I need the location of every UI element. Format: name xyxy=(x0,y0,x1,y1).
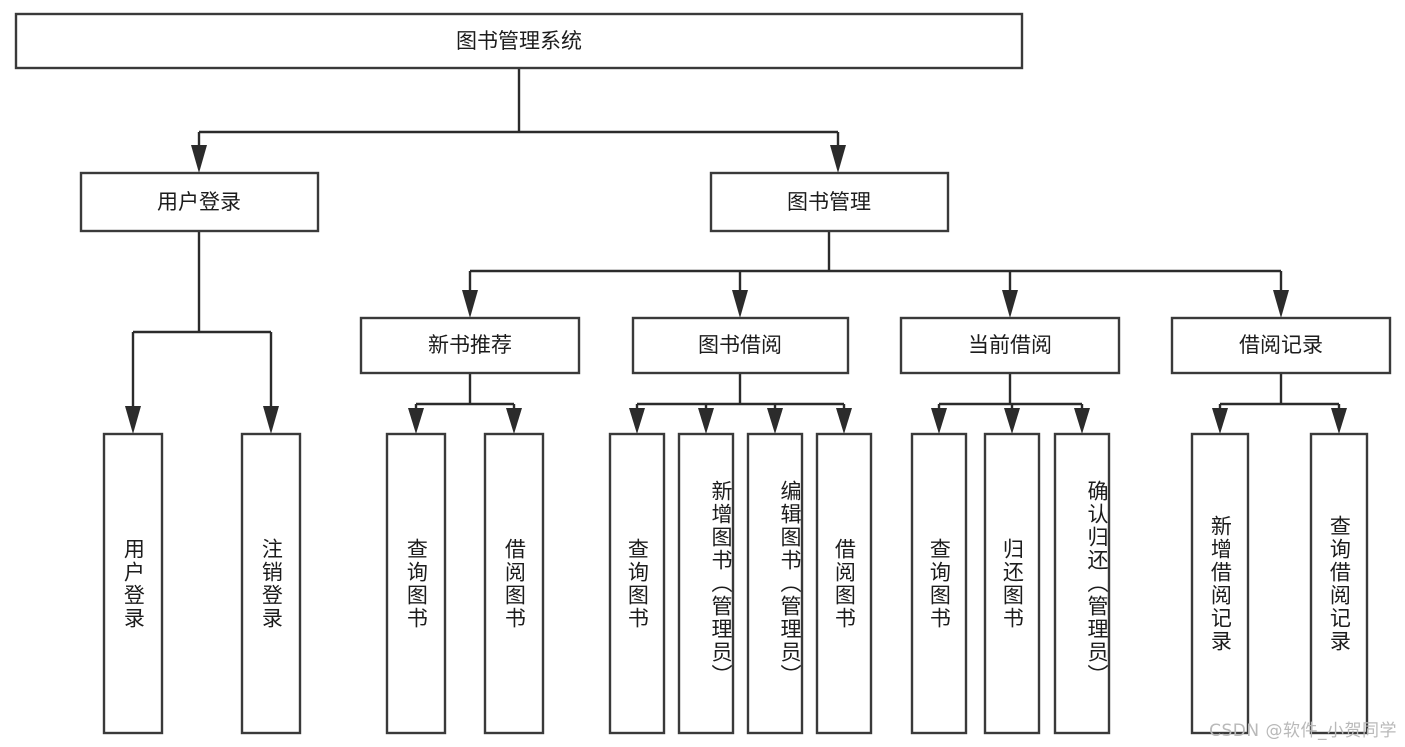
leaf-label-query-book-current: 查询图书 xyxy=(927,537,952,630)
connector-group-user-login xyxy=(125,231,279,434)
arrow-head-book-management xyxy=(830,145,846,173)
leaf-label-user-login: 用户登录 xyxy=(121,537,146,630)
leaf-box-borrow-book[interactable] xyxy=(815,432,873,735)
arrow-head-leaf-add-borrow-record xyxy=(1212,408,1228,434)
leaf-box-confirm-return-admin[interactable] xyxy=(1053,432,1111,735)
node-current-borrow[interactable]: 当前借阅 xyxy=(899,316,1121,375)
leaf-label-add-book-admin: 新增图书（管理员） xyxy=(709,480,733,687)
node-borrow-record-box[interactable] xyxy=(1170,316,1392,375)
leaf-box-query-book-current[interactable] xyxy=(910,432,968,735)
arrow-head-leaf-query-borrow-record xyxy=(1331,408,1347,434)
arrow-head-leaf-query-book-borrow xyxy=(629,408,645,434)
connector-group-new-book-recommend xyxy=(408,373,522,434)
leaf-label-logout-login: 注销登录 xyxy=(259,537,284,630)
node-user-login-label: 用户登录 xyxy=(157,190,241,214)
leaf-box-query-book-recommend[interactable] xyxy=(385,432,447,735)
node-book-borrow-label: 图书借阅 xyxy=(698,333,782,357)
arrow-head-current-borrow xyxy=(1002,290,1018,318)
arrow-head-leaf-add-book-admin xyxy=(698,408,714,434)
leaf-box-logout-login[interactable] xyxy=(240,432,302,735)
node-root-label: 图书管理系统 xyxy=(456,29,582,53)
node-current-borrow-label: 当前借阅 xyxy=(968,333,1052,357)
node-new-book-recommend-box[interactable] xyxy=(359,316,581,375)
leaf-label-edit-book-admin: 编辑图书（管理员） xyxy=(778,480,802,687)
leaf-box-return-book[interactable] xyxy=(983,432,1041,735)
node-user-login-box[interactable] xyxy=(79,171,320,233)
leaf-label-borrow-book-recommend: 借阅图书 xyxy=(502,537,527,630)
connector-group-book-borrow xyxy=(629,373,852,434)
node-borrow-record[interactable]: 借阅记录 xyxy=(1170,316,1392,375)
leaf-box-add-borrow-record[interactable] xyxy=(1190,432,1250,735)
arrow-head-leaf-edit-book-admin xyxy=(767,408,783,434)
leaf-box-add-book-admin[interactable] xyxy=(677,432,735,735)
node-book-borrow-box[interactable] xyxy=(631,316,850,375)
connector-group-book-management xyxy=(462,231,1289,318)
leaf-box-query-book-borrow[interactable] xyxy=(608,432,666,735)
node-user-login[interactable]: 用户登录 xyxy=(79,171,320,233)
arrow-head-leaf-borrow-book-recommend xyxy=(506,408,522,434)
leaf-label-query-borrow-record: 查询借阅记录 xyxy=(1327,514,1352,653)
arrow-head-new-book-recommend xyxy=(462,290,478,318)
leaf-label-query-book-recommend: 查询图书 xyxy=(404,537,429,630)
arrow-head-leaf-confirm-return-admin xyxy=(1074,408,1090,434)
node-root[interactable]: 图书管理系统 xyxy=(14,12,1024,70)
leaf-box-edit-book-admin[interactable] xyxy=(746,432,804,735)
node-book-management-box[interactable] xyxy=(709,171,950,233)
leaf-box-user-login[interactable] xyxy=(102,432,164,735)
arrow-head-leaf-logout-login xyxy=(263,406,279,434)
node-borrow-record-label: 借阅记录 xyxy=(1239,333,1323,357)
leaf-label-return-book: 归还图书 xyxy=(1000,537,1025,630)
leaf-label-add-borrow-record: 新增借阅记录 xyxy=(1208,514,1233,653)
node-root-box[interactable] xyxy=(14,12,1024,70)
watermark-text: CSDN @软件_小贺同学 xyxy=(1209,721,1397,741)
node-book-management[interactable]: 图书管理 xyxy=(709,171,950,233)
node-book-management-label: 图书管理 xyxy=(787,190,871,214)
leaf-boxes xyxy=(102,432,1369,735)
connector-group-current-borrow xyxy=(931,373,1090,434)
leaf-box-query-borrow-record[interactable] xyxy=(1309,432,1369,735)
arrow-head-user-login xyxy=(191,145,207,173)
arrow-head-leaf-query-book-current xyxy=(931,408,947,434)
connector-group-borrow-record xyxy=(1212,373,1347,434)
node-current-borrow-box[interactable] xyxy=(899,316,1121,375)
arrow-head-leaf-borrow-book xyxy=(836,408,852,434)
connector-group-root xyxy=(191,68,846,173)
arrow-head-leaf-return-book xyxy=(1004,408,1020,434)
leaf-label-borrow-book: 借阅图书 xyxy=(832,537,857,630)
arrow-head-leaf-user-login xyxy=(125,406,141,434)
node-new-book-recommend[interactable]: 新书推荐 xyxy=(359,316,581,375)
node-book-borrow[interactable]: 图书借阅 xyxy=(631,316,850,375)
leaf-box-borrow-book-recommend[interactable] xyxy=(483,432,545,735)
node-new-book-recommend-label: 新书推荐 xyxy=(428,333,512,357)
arrow-head-leaf-query-book-recommend xyxy=(408,408,424,434)
arrow-head-book-borrow xyxy=(732,290,748,318)
leaf-label-query-book-borrow: 查询图书 xyxy=(625,537,650,630)
leaf-label-confirm-return-admin: 确认归还（管理员） xyxy=(1085,480,1109,687)
arrow-head-borrow-record xyxy=(1273,290,1289,318)
